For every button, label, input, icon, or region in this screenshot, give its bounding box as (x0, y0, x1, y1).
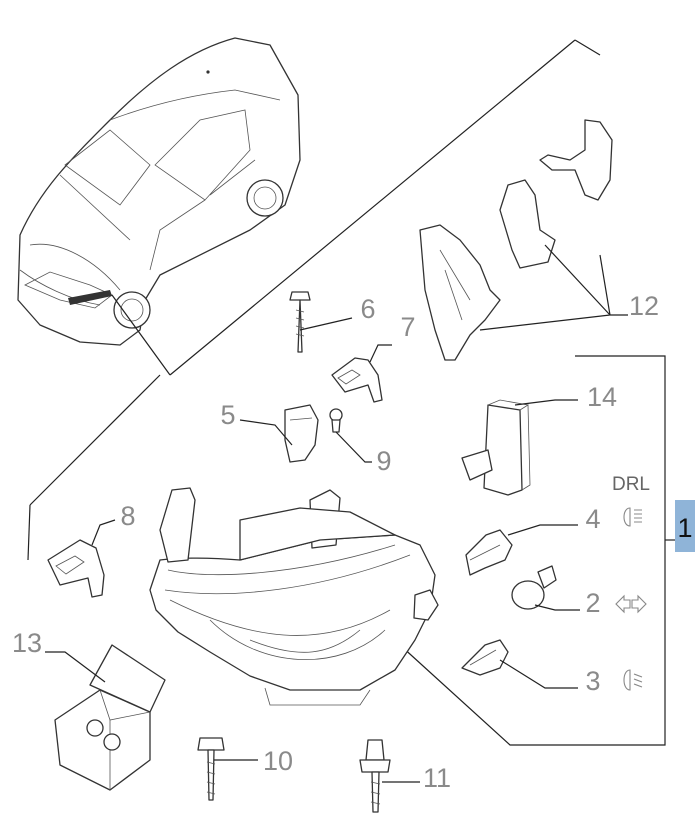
part-3-bulb (461, 639, 509, 676)
part-11-stud (359, 739, 391, 813)
leader-13 (45, 651, 106, 683)
leader-12 (479, 244, 628, 331)
part-13-bulb-kit (54, 644, 166, 791)
callout-4[interactable]: 4 (585, 504, 600, 534)
leader-2 (534, 604, 580, 611)
part-8-clip (47, 539, 105, 598)
outline-diagonal-upper (169, 39, 576, 376)
callout-5[interactable]: 5 (220, 400, 235, 430)
callout-7[interactable]: 7 (400, 312, 415, 342)
callout-14[interactable]: 14 (587, 382, 617, 412)
drl-light-icon (623, 507, 642, 527)
bracket-1 (399, 355, 666, 746)
callout-3[interactable]: 3 (585, 666, 600, 696)
part-12-brackets (419, 119, 613, 361)
leader-8 (91, 519, 116, 546)
leader-6 (299, 317, 353, 331)
leader-9 (335, 431, 372, 463)
callout-12[interactable]: 12 (629, 291, 659, 321)
leader-4 (507, 524, 578, 536)
part-7-clip (331, 357, 383, 403)
part-14-bulb-box (461, 399, 531, 496)
callout-1[interactable]: 1 (677, 513, 692, 543)
part-4-bulb (465, 529, 513, 576)
leader-3 (499, 659, 578, 689)
leader-7 (369, 344, 392, 363)
outline-diagonal-lower (29, 374, 161, 506)
leader-5 (239, 419, 293, 446)
callout-8[interactable]: 8 (120, 501, 135, 531)
part-2-bulb (511, 565, 557, 610)
turn-signal-icon (615, 594, 647, 614)
outline-left-tick (27, 504, 31, 561)
callout-9[interactable]: 9 (376, 446, 391, 476)
part-10-bolt (197, 737, 225, 801)
part-6-screw (289, 291, 311, 353)
callout-13[interactable]: 13 (12, 628, 42, 658)
part-5-actuator (284, 404, 319, 463)
leader-14 (514, 399, 578, 406)
part-9-screw (329, 408, 343, 433)
callout-10[interactable]: 10 (263, 746, 293, 776)
outline-top (574, 39, 601, 56)
low-beam-icon (623, 669, 643, 691)
car-illustration (17, 37, 301, 346)
callout-2[interactable]: 2 (585, 588, 600, 618)
callout-1-highlight (675, 500, 695, 552)
drl-label: DRL (612, 474, 650, 495)
callout-11[interactable]: 11 (423, 763, 451, 793)
outline-car-leader (111, 294, 171, 376)
headlamp-assembly (149, 487, 439, 706)
callout-6[interactable]: 6 (360, 294, 375, 324)
